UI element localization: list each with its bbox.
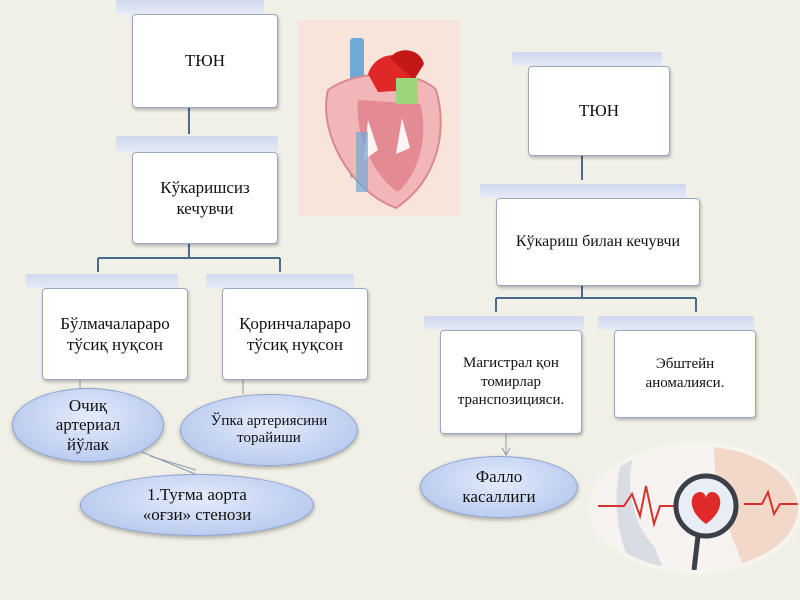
left-root-label: ТЮН	[184, 51, 226, 71]
ellipse-pulmonary-stenosis: Ўпка артериясини торайиши	[180, 394, 358, 466]
left-atrial-septal-node: Бўлмачалараро тўсиқ нуқсон	[42, 288, 188, 380]
right-level2-node: Кўкариш билан кечувчи	[496, 198, 700, 286]
level3-left-shadow	[26, 274, 178, 288]
right-root-shadow	[512, 52, 662, 66]
right-transposition-label: Магистрал қон томирлар транспозицияси.	[457, 354, 565, 409]
right-level2-shadow	[480, 184, 686, 198]
left-level2-node: Кўкаришсиз кечувчи	[132, 152, 278, 244]
ellipse-aortic-stenosis-label: 1.Туғма аорта «оғзи» стенози	[142, 485, 252, 524]
right-level3-left-shadow	[424, 316, 584, 330]
left-ventricular-septal-label: Қоринчалараро тўсиқ нуқсон	[239, 313, 351, 354]
right-root-label: ТЮН	[578, 101, 620, 121]
ellipse-aortic-stenosis: 1.Туғма аорта «оғзи» стенози	[80, 474, 314, 536]
left-root-node: ТЮН	[132, 14, 278, 108]
root-left-shadow	[116, 0, 264, 14]
level3-right-shadow	[206, 274, 354, 288]
right-transposition-node: Магистрал қон томирлар транспозицияси.	[440, 330, 582, 434]
right-root-node: ТЮН	[528, 66, 670, 156]
right-level2-label: Кўкариш билан кечувчи	[515, 233, 681, 250]
ellipse-fallot: Фалло касаллиги	[420, 456, 578, 518]
right-level3-right-shadow	[598, 316, 754, 330]
left-level2-label: Кўкаришсиз кечувчи	[160, 177, 250, 218]
ellipse-open-arterial-duct: Очиқ артериал йўлак	[12, 388, 164, 462]
ellipse-pulmonary-stenosis-label: Ўпка артериясини торайиши	[210, 412, 328, 446]
right-ebstein-node: Эбштейн аномалияси.	[614, 330, 756, 418]
left-atrial-septal-label: Бўлмачалараро тўсиқ нуқсон	[60, 313, 170, 354]
right-ebstein-label: Эбштейн аномалияси.	[645, 356, 725, 391]
heart-stethoscope-icon	[594, 446, 798, 570]
level2-left-shadow	[116, 136, 278, 152]
heart-cross-section-icon	[298, 20, 460, 216]
ellipse-fallot-label: Фалло касаллиги	[462, 467, 536, 506]
ellipse-open-arterial-duct-label: Очиқ артериал йўлак	[55, 395, 121, 454]
left-ventricular-septal-node: Қоринчалараро тўсиқ нуқсон	[222, 288, 368, 380]
